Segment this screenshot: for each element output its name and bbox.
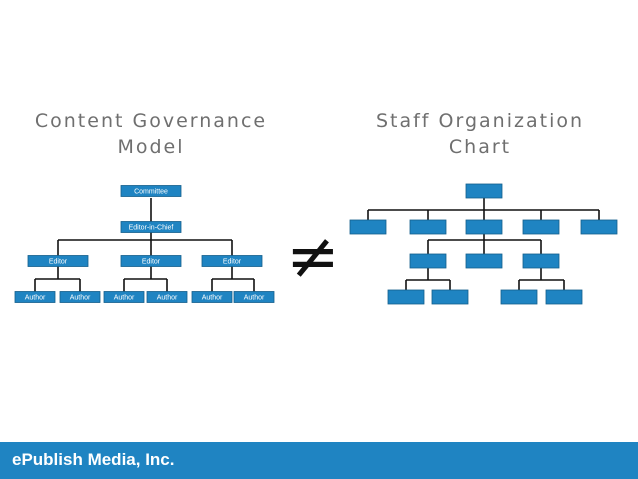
staff-row1-node-box bbox=[580, 219, 618, 235]
author-node-box bbox=[146, 291, 188, 303]
staff-row3-node bbox=[500, 289, 538, 305]
staff-row1-node bbox=[580, 219, 618, 235]
staff-row1-node bbox=[409, 219, 447, 235]
staff-row1-node-box bbox=[465, 219, 503, 235]
staff-row3-node bbox=[387, 289, 425, 305]
staff-top-node-box bbox=[465, 183, 503, 199]
staff-row1-node-box bbox=[522, 219, 560, 235]
editor-node: Editor bbox=[27, 255, 89, 267]
author-node: Author bbox=[14, 291, 56, 303]
author-node-label: Author bbox=[157, 295, 178, 302]
staff-org-chart-title: Staff Organization Chart bbox=[375, 110, 585, 158]
author-node-box bbox=[103, 291, 145, 303]
editor-node: Editor bbox=[201, 255, 263, 267]
editor-node-label: Editor bbox=[142, 259, 161, 266]
staff-row2-node-box bbox=[409, 253, 447, 269]
author-node-box bbox=[59, 291, 101, 303]
staff-row2-node bbox=[409, 253, 447, 269]
content-governance-title: Content Governance Model bbox=[34, 110, 268, 158]
author-node-box bbox=[14, 291, 56, 303]
author-node-label: Author bbox=[70, 295, 91, 302]
company-name: ePublish Media, Inc. bbox=[12, 450, 175, 469]
staff-row3-node-box bbox=[387, 289, 425, 305]
editor-in-chief-node: Editor-in-Chief bbox=[120, 221, 182, 233]
staff-row3-node bbox=[431, 289, 469, 305]
staff-row3-node bbox=[545, 289, 583, 305]
committee-node-label: Committee bbox=[134, 189, 168, 196]
author-node-label: Author bbox=[244, 295, 265, 302]
staff-row1-node-box bbox=[409, 219, 447, 235]
author-node-box bbox=[233, 291, 275, 303]
editor-node: Editor bbox=[120, 255, 182, 267]
author-node: Author bbox=[191, 291, 233, 303]
staff-row3-node-box bbox=[500, 289, 538, 305]
author-node-box bbox=[191, 291, 233, 303]
staff-row3-node-box bbox=[545, 289, 583, 305]
editor-node-box bbox=[120, 255, 182, 267]
staff-row1-node-box bbox=[349, 219, 387, 235]
staff-row3-node-box bbox=[431, 289, 469, 305]
staff-row2-node bbox=[522, 253, 560, 269]
author-node-label: Author bbox=[25, 295, 46, 302]
author-node: Author bbox=[233, 291, 275, 303]
connector-lines bbox=[34, 198, 600, 292]
author-node-label: Author bbox=[114, 295, 135, 302]
author-node: Author bbox=[146, 291, 188, 303]
editor-in-chief-node-label: Editor-in-Chief bbox=[129, 225, 174, 232]
author-node-label: Author bbox=[202, 295, 223, 302]
staff-row2-node-box bbox=[465, 253, 503, 269]
editor-node-box bbox=[27, 255, 89, 267]
editor-node-box bbox=[201, 255, 263, 267]
committee-node: Committee bbox=[120, 185, 182, 197]
footer-bar: ePublish Media, Inc. bbox=[0, 442, 638, 479]
committee-node-box bbox=[120, 185, 182, 197]
editor-node-label: Editor bbox=[223, 259, 242, 266]
staff-top-node bbox=[465, 183, 503, 199]
staff-row1-node bbox=[522, 219, 560, 235]
staff-row2-node bbox=[465, 253, 503, 269]
not-equal-symbol: ≠ bbox=[286, 220, 340, 294]
staff-row1-node bbox=[349, 219, 387, 235]
staff-row1-node bbox=[465, 219, 503, 235]
editor-in-chief-node-box bbox=[120, 221, 182, 233]
author-node: Author bbox=[103, 291, 145, 303]
staff-row2-node-box bbox=[522, 253, 560, 269]
editor-node-label: Editor bbox=[49, 259, 68, 266]
author-node: Author bbox=[59, 291, 101, 303]
